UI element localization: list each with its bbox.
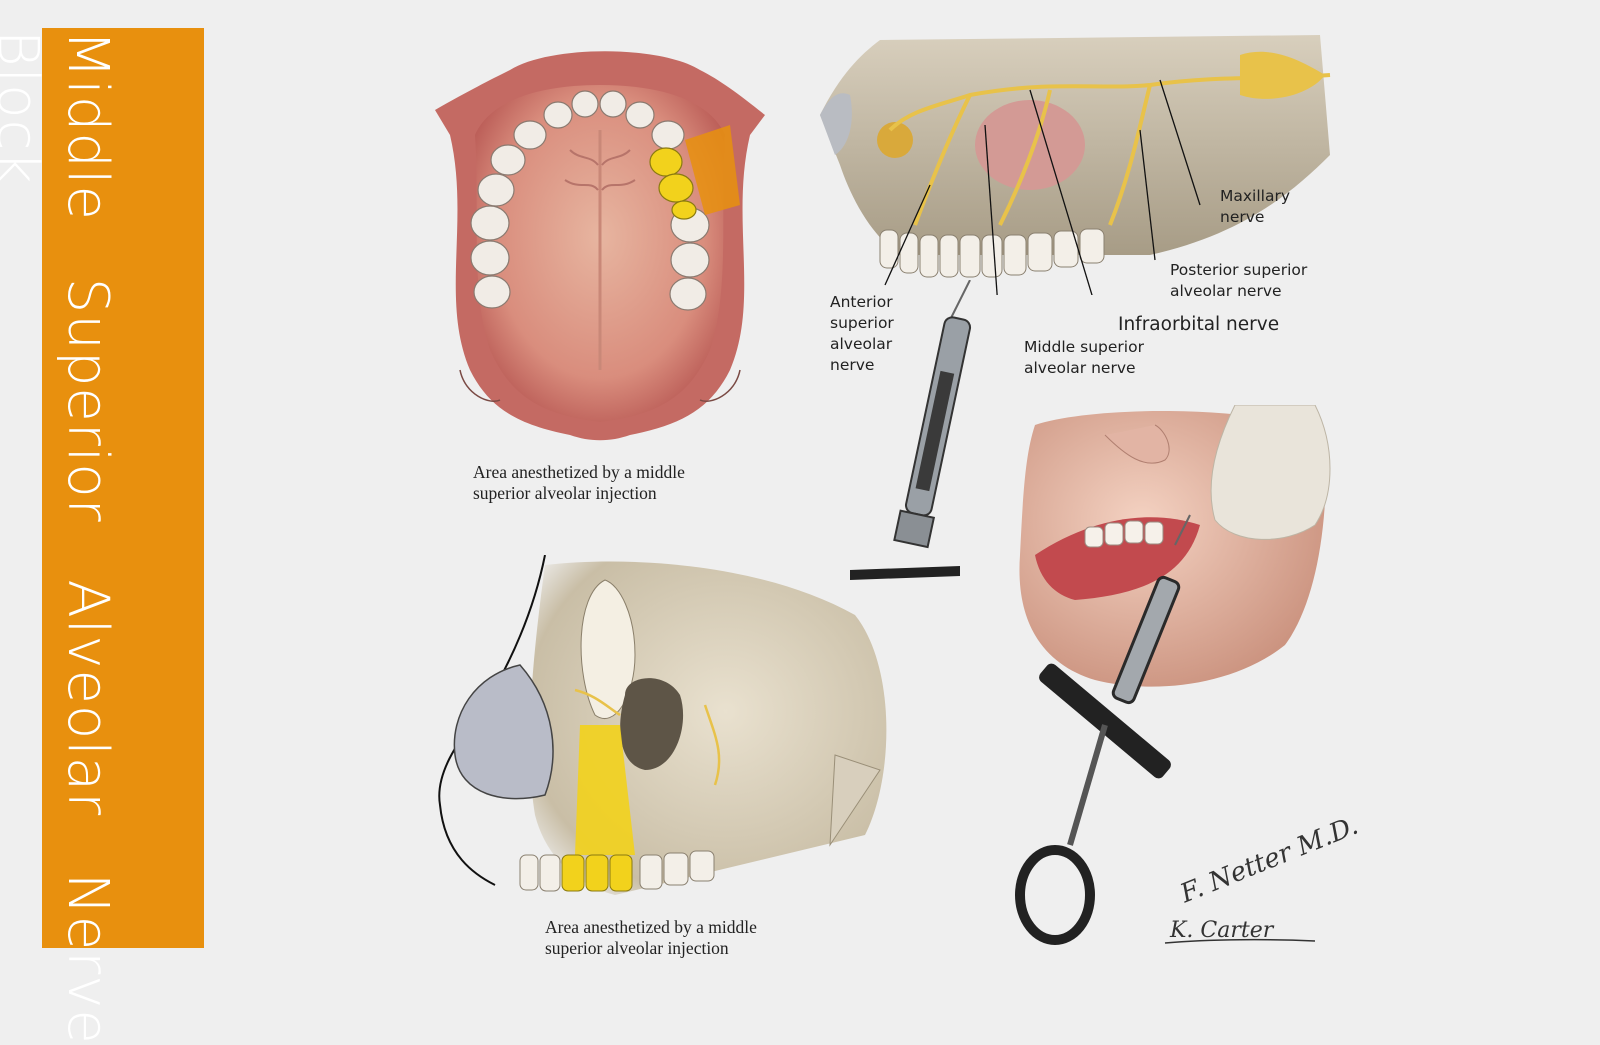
page-title: Middle Superior Alveolar Nerve Block bbox=[0, 30, 122, 1045]
title-line-1: Middle Superior Alveolar Nerve bbox=[55, 30, 120, 1045]
palate-illustration bbox=[435, 51, 765, 441]
label-maxillary-line-2: nerve bbox=[1220, 208, 1265, 226]
label-posterior-line-2: alveolar nerve bbox=[1170, 282, 1282, 300]
label-anterior-superior-alveolar-nerve: Anterior superior alveolar nerve bbox=[830, 292, 894, 376]
label-middle-line-1: Middle superior bbox=[1024, 338, 1144, 356]
label-middle-line-2: alveolar nerve bbox=[1024, 359, 1136, 377]
syringe-illustration bbox=[850, 280, 972, 580]
label-middle-superior-alveolar-nerve: Middle superior alveolar nerve bbox=[1024, 337, 1144, 379]
label-anterior-line-1: Anterior bbox=[830, 293, 893, 311]
label-anterior-line-4: nerve bbox=[830, 356, 875, 374]
title-banner bbox=[42, 28, 204, 948]
palate-caption-line-2: superior alveolar injection bbox=[473, 483, 657, 503]
skull-lateral-illustration bbox=[438, 555, 887, 895]
label-infraorbital-nerve: Infraorbital nerve bbox=[1118, 314, 1280, 335]
palate-caption-line-1: Area anesthetized by a middle bbox=[473, 462, 685, 482]
skull-caption-line-2: superior alveolar injection bbox=[545, 938, 729, 958]
label-anterior-line-2: superior bbox=[830, 314, 894, 332]
label-posterior-superior-alveolar-nerve: Posterior superior alveolar nerve bbox=[1170, 260, 1307, 302]
skull-caption: Area anesthetized by a middle superior a… bbox=[545, 917, 757, 959]
label-maxillary-line-1: Maxillary bbox=[1220, 187, 1291, 205]
palate-caption: Area anesthetized by a middle superior a… bbox=[473, 462, 685, 504]
skull-caption-line-1: Area anesthetized by a middle bbox=[545, 917, 757, 937]
nerve-anatomy-illustration bbox=[820, 35, 1331, 295]
label-anterior-line-3: alveolar bbox=[830, 335, 893, 353]
face-injection-illustration bbox=[1015, 405, 1331, 945]
label-maxillary-nerve: Maxillary nerve bbox=[1220, 186, 1290, 228]
label-posterior-line-1: Posterior superior bbox=[1170, 261, 1308, 279]
title-line-2: Block bbox=[0, 30, 50, 185]
signature-underline bbox=[1164, 938, 1316, 944]
